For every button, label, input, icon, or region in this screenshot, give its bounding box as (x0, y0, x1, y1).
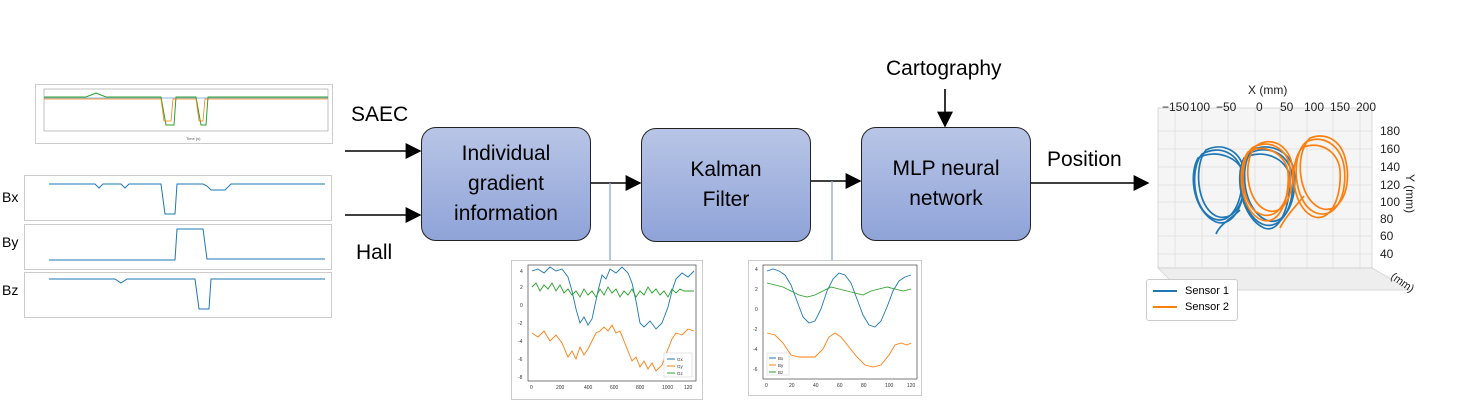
svg-text:100: 100 (1304, 100, 1324, 114)
bx-signal-plot (24, 175, 332, 221)
svg-text:0: 0 (1256, 100, 1263, 114)
by-signal-plot (24, 224, 332, 270)
svg-text:60: 60 (837, 383, 843, 389)
svg-text:140: 140 (1380, 160, 1400, 174)
svg-text:180: 180 (1380, 124, 1400, 138)
svg-text:150: 150 (1330, 100, 1350, 114)
svg-text:600: 600 (610, 385, 619, 391)
svg-text:0: 0 (520, 303, 523, 309)
gradient-legend-gz: Gz (677, 371, 684, 376)
sensor2-legend-label: Sensor 2 (1185, 301, 1230, 313)
svg-text:100: 100 (885, 383, 894, 389)
svg-text:-2: -2 (518, 321, 523, 327)
sensor1-legend-label: Sensor 1 (1185, 285, 1230, 297)
svg-text:-2: -2 (753, 327, 758, 333)
svg-text:2: 2 (755, 287, 758, 293)
kalman-bx-line (766, 268, 912, 328)
kalman-plot: 4 2 0 -2 -4 -6 0 20 40 60 80 100 120 Bx … (748, 260, 922, 396)
sensor1-swatch (1153, 290, 1177, 292)
bz-label: Bz (2, 282, 19, 298)
cartography-label: Cartography (886, 57, 1002, 80)
gradient-gy-line (531, 324, 695, 372)
svg-text:120: 120 (1380, 178, 1400, 192)
kalman-by-line (766, 332, 912, 368)
svg-text:50: 50 (1280, 100, 1294, 114)
svg-text:4: 4 (520, 269, 523, 275)
kalman-bz-line (766, 282, 912, 298)
bz-signal-plot (24, 272, 332, 318)
svg-text:20: 20 (789, 383, 795, 389)
svg-text:-6: -6 (518, 357, 523, 363)
gradient-plot: 4 2 0 -2 -4 -6 -8 0 200 400 600 800 1000… (511, 260, 703, 400)
sensor2-swatch (1153, 306, 1177, 308)
svg-text:40: 40 (813, 383, 819, 389)
gradient-gz-line (531, 282, 694, 298)
bz-signal-svg (49, 278, 325, 310)
svg-text:60: 60 (1380, 229, 1394, 243)
svg-text:-6: -6 (753, 367, 758, 373)
sensor2-trajectory (1240, 135, 1349, 229)
mlp-box-label: MLP neural network (892, 157, 1000, 210)
svg-text:0: 0 (765, 383, 768, 389)
svg-text:−50: −50 (1216, 100, 1237, 114)
svg-text:400: 400 (584, 385, 593, 391)
bx-label: Bx (2, 189, 19, 205)
plot3d-ylabel: Y (mm) (1403, 174, 1417, 213)
kalman-legend-by: By (778, 363, 784, 368)
hall-label: Hall (356, 241, 393, 264)
svg-text:800: 800 (636, 385, 645, 391)
by-signal-svg (49, 228, 325, 261)
position-label: Position (1047, 148, 1122, 171)
svg-text:Time (s): Time (s) (186, 136, 201, 141)
svg-text:2: 2 (520, 285, 523, 291)
kalman-box: Kalman Filter (641, 128, 811, 242)
gradient-legend-gy: Gy (677, 364, 684, 369)
svg-text:0: 0 (755, 307, 758, 313)
svg-text:40: 40 (1380, 247, 1394, 261)
gradient-x-ticks: 0 200 400 600 800 1000 120 (530, 385, 693, 391)
trajectory-3d-plot: X (mm) −150 100 −50 0 50 100 150 200 180… (1157, 83, 1417, 296)
gradient-gx-line (531, 266, 695, 330)
kalman-legend-bx: Bx (778, 356, 784, 361)
kalman-box-label: Kalman Filter (690, 158, 762, 211)
svg-text:120: 120 (684, 385, 693, 391)
plot3d-y-ticks: 180 160 140 120 100 80 60 40 (1380, 124, 1400, 261)
gradient-box-label: Individual gradient information (454, 142, 558, 225)
svg-text:-4: -4 (518, 339, 523, 345)
svg-text:4: 4 (755, 267, 758, 273)
raw-signal-plot-top: Time (s) (35, 84, 333, 144)
svg-text:-8: -8 (518, 375, 523, 381)
kalman-y-ticks: 4 2 0 -2 -4 -6 (753, 267, 758, 373)
mlp-box: MLP neural network (861, 127, 1031, 241)
plot3d-xlabel: X (mm) (1248, 83, 1287, 97)
saec-label: SAEC (351, 103, 409, 126)
gradient-y-ticks: 4 2 0 -2 -4 -6 -8 (518, 269, 523, 381)
svg-text:80: 80 (861, 383, 867, 389)
svg-text:80: 80 (1380, 212, 1394, 226)
gradient-plot-svg: 4 2 0 -2 -4 -6 -8 0 200 400 600 800 1000… (518, 264, 697, 391)
svg-text:200: 200 (556, 385, 565, 391)
svg-text:100: 100 (1380, 195, 1400, 209)
plot3d-zlabel: (mm) (1388, 271, 1416, 296)
kalman-legend-bz: Bz (778, 370, 784, 375)
svg-text:1000: 1000 (662, 385, 673, 391)
svg-text:0: 0 (530, 385, 533, 391)
plot3d-legend: Sensor 1 Sensor 2 (1146, 279, 1238, 321)
svg-text:100: 100 (1190, 100, 1210, 114)
bx-signal-svg (49, 183, 325, 215)
by-label: By (2, 234, 19, 250)
gradient-box: Individual gradient information (421, 127, 591, 241)
kalman-plot-svg: 4 2 0 -2 -4 -6 0 20 40 60 80 100 120 Bx … (753, 264, 918, 389)
svg-text:−150: −150 (1162, 100, 1189, 114)
raw-signal-top-svg: Time (s) (43, 88, 329, 141)
svg-text:200: 200 (1356, 100, 1376, 114)
svg-text:120: 120 (907, 383, 916, 389)
plot3d-x-ticks: −150 100 −50 0 50 100 150 200 (1162, 100, 1376, 114)
gradient-legend-gx: Gx (677, 357, 684, 362)
svg-text:-4: -4 (753, 347, 758, 353)
kalman-x-ticks: 0 20 40 60 80 100 120 (765, 383, 916, 389)
svg-text:160: 160 (1380, 142, 1400, 156)
